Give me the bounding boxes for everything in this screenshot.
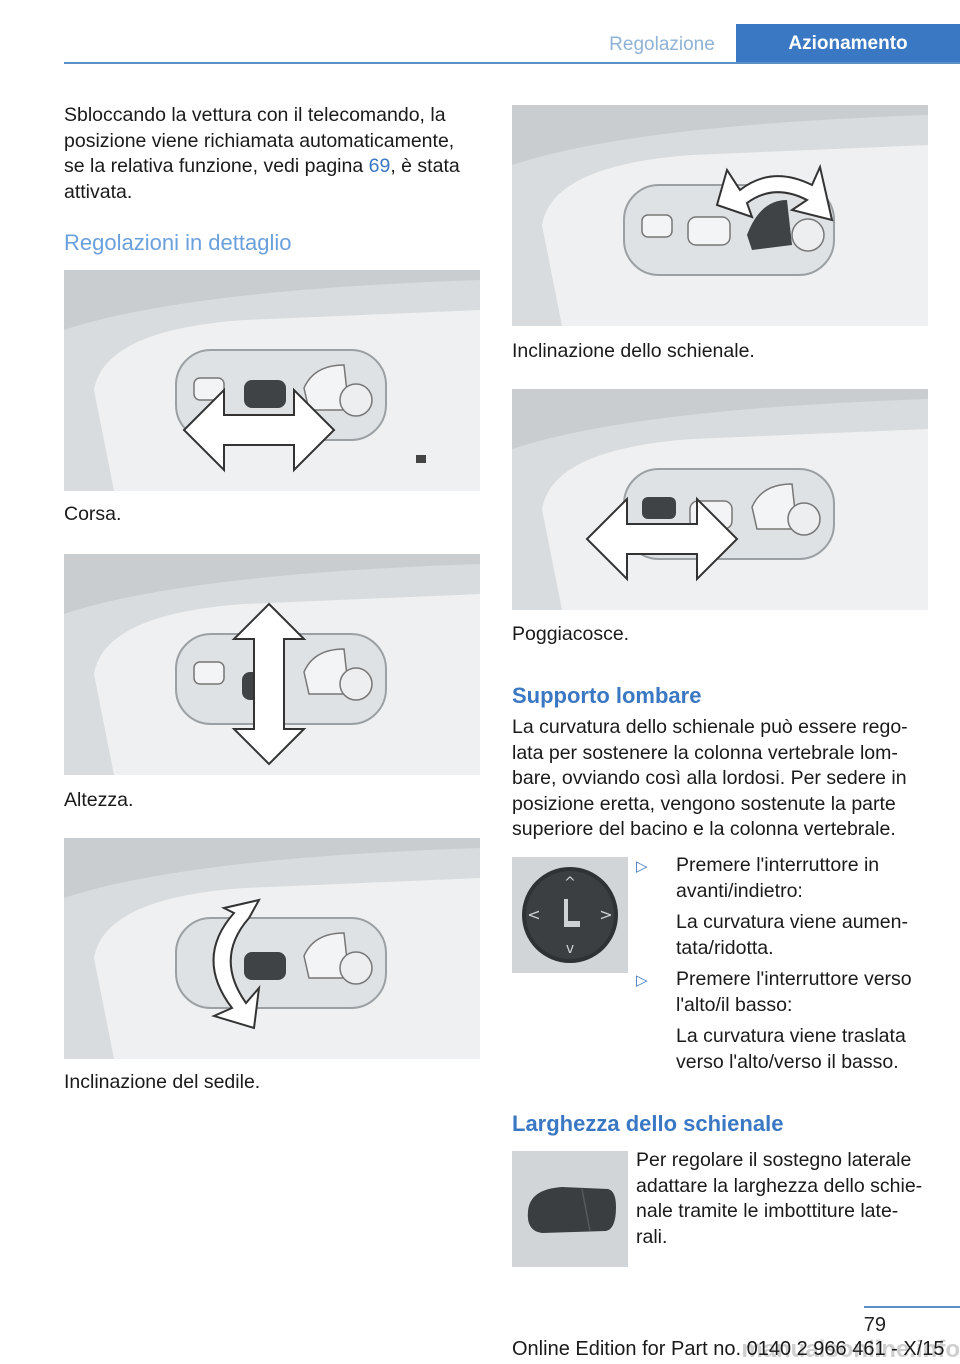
lumbar-instructions: ▷ Premere l'interruttore in avanti/indie… bbox=[636, 853, 936, 1083]
header-chapter-tab[interactable]: Azionamento bbox=[736, 24, 960, 64]
caption-sedile: Inclinazione del sedile. bbox=[64, 1071, 261, 1093]
watermark: manualsonline.info bbox=[741, 1336, 960, 1363]
header-rule bbox=[64, 62, 960, 64]
intro-text-end: , è stata attivata. bbox=[64, 155, 460, 203]
lumbar-item-1-result: La curvatura viene aumen-tata/ridotta. bbox=[676, 911, 908, 959]
edition-line: Online Edition for Part no. 0140 2 966 4… bbox=[512, 1338, 945, 1360]
seat-photo-backrest-tilt bbox=[512, 105, 928, 326]
caption-poggiacosce: Poggiacosce. bbox=[512, 623, 630, 645]
caption-altezza: Altezza. bbox=[64, 789, 134, 811]
caption-schienale: Inclinazione dello schienale. bbox=[512, 340, 755, 362]
svg-text:v: v bbox=[566, 941, 574, 957]
section-title-lumbar: Supporto lombare bbox=[512, 683, 702, 708]
seat-photo-thigh-support bbox=[512, 389, 928, 610]
caption-corsa: Corsa. bbox=[64, 503, 122, 525]
lumbar-description: La curvatura dello schienale può essere … bbox=[512, 716, 908, 840]
section-title-backrest-width: Larghezza dello schienale bbox=[512, 1111, 784, 1136]
seat-photo-fore-aft bbox=[64, 270, 480, 491]
footer-rule bbox=[864, 1306, 960, 1308]
lumbar-switch-photo: ^ v < > bbox=[512, 857, 628, 973]
page-number: 79 bbox=[863, 1314, 886, 1336]
svg-text:^: ^ bbox=[564, 875, 576, 891]
intro-text: Sbloccando la vettura con il telecomando… bbox=[64, 104, 455, 177]
svg-text:<: < bbox=[527, 905, 540, 924]
seat-photo-seat-tilt bbox=[64, 838, 480, 1059]
svg-text:>: > bbox=[599, 905, 612, 924]
seat-photo-height bbox=[64, 554, 480, 775]
page-link[interactable]: 69 bbox=[368, 155, 391, 177]
backrest-width-description: Per regolare il sostegno laterale adatta… bbox=[636, 1149, 923, 1248]
lumbar-item-2-result: La curvatura viene traslata verso l'alto… bbox=[676, 1025, 906, 1073]
header-section-label: Regolazione bbox=[609, 34, 715, 55]
bullet-triangle-icon: ▷ bbox=[636, 972, 648, 989]
lumbar-item-1-action: Premere l'interruttore in avanti/indietr… bbox=[676, 854, 880, 902]
intro-paragraph: Sbloccando la vettura con il telecomando… bbox=[64, 103, 474, 205]
lumbar-item-2-action: Premere l'interruttore verso l'alto/il b… bbox=[676, 968, 912, 1016]
section-title-details: Regolazioni in dettaglio bbox=[64, 230, 292, 255]
bullet-triangle-icon: ▷ bbox=[636, 858, 648, 875]
width-switch-photo bbox=[512, 1151, 628, 1267]
